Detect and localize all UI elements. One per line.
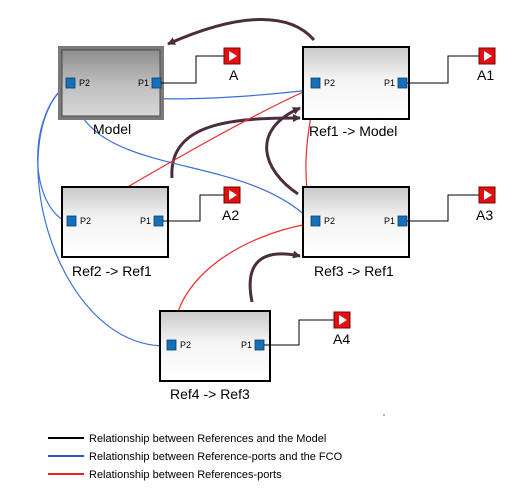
- block-ref4[interactable]: P2 P1 Ref4 -> Ref3: [159, 310, 271, 402]
- output-port-icon[interactable]: [223, 186, 241, 204]
- ref2-label: Ref2 -> Ref1: [72, 263, 152, 279]
- ref4-left-port-label: P2: [180, 340, 191, 350]
- arrow-ref2-to-ref1[interactable]: [170, 114, 301, 179]
- wire-model-out: [161, 55, 224, 84]
- out-label-a2: A2: [222, 207, 239, 223]
- model-left-port[interactable]: [65, 77, 76, 89]
- output-ports: A A1 A2 A3 A4: [161, 47, 496, 347]
- arrow-ref1-to-model[interactable]: [167, 18, 316, 46]
- block-model[interactable]: P2 P1 Model: [58, 46, 164, 137]
- ref3-label: Ref3 -> Ref1: [314, 263, 394, 279]
- output-port-icon[interactable]: [478, 186, 496, 204]
- ref3-left-port[interactable]: [310, 215, 321, 227]
- ref4-label: Ref4 -> Ref3: [170, 386, 250, 402]
- legend-label-references: Relationship between References and the …: [89, 433, 326, 445]
- out-label-a4: A4: [333, 331, 350, 347]
- block-ref2[interactable]: P2 P1 Ref2 -> Ref1: [61, 186, 169, 279]
- block-body: [302, 46, 410, 120]
- ref3-right-port[interactable]: [397, 215, 408, 227]
- block-ref3[interactable]: P2 P1 Ref3 -> Ref1: [302, 186, 410, 279]
- model-label: Model: [93, 121, 131, 137]
- output-port-icon[interactable]: [223, 47, 241, 65]
- arrow-ref3-to-ref1[interactable]: [265, 106, 301, 196]
- ref2-left-port[interactable]: [66, 215, 77, 227]
- link-ref3p2-to-modelp2[interactable]: [69, 91, 311, 221]
- ref4-right-port[interactable]: [254, 339, 265, 351]
- legend-label-port-fco: Relationship between Reference-ports and…: [89, 451, 343, 463]
- ref1-left-port[interactable]: [310, 77, 321, 89]
- ref2-right-port-label: P1: [140, 216, 151, 226]
- output-port-icon[interactable]: [478, 47, 496, 65]
- out-label-a3: A3: [476, 207, 493, 223]
- out-label-a: A: [229, 67, 239, 83]
- model-right-port-label: P1: [138, 78, 149, 88]
- out-label-a1: A1: [477, 67, 494, 83]
- link-ref4p2-to-modelp2[interactable]: [37, 81, 167, 347]
- ref1-left-port-label: P2: [324, 78, 335, 88]
- reference-connections: [167, 18, 316, 303]
- ref2-right-port[interactable]: [153, 215, 164, 227]
- model-left-port-label: P2: [79, 78, 90, 88]
- model-right-port[interactable]: [151, 77, 162, 89]
- arrow-ref4-to-ref3[interactable]: [248, 250, 301, 303]
- ref3-right-port-label: P1: [384, 216, 395, 226]
- ref3-left-port-label: P2: [324, 216, 335, 226]
- ref1-right-port[interactable]: [397, 77, 408, 89]
- ref1-label: Ref1 -> Model: [309, 123, 397, 139]
- block-ref1[interactable]: P2 P1 Ref1 -> Model: [302, 46, 410, 139]
- wire-ref1-out: [407, 55, 479, 84]
- block-body: [302, 186, 410, 258]
- legend: Relationship between References and the …: [48, 433, 343, 481]
- block-body: [159, 310, 271, 382]
- legend-label-port-ref: Relationship between References-ports: [89, 469, 282, 481]
- ref4-left-port[interactable]: [166, 339, 177, 351]
- ref2-left-port-label: P2: [80, 216, 91, 226]
- stray-pixel: [383, 414, 385, 416]
- output-port-icon[interactable]: [333, 311, 351, 329]
- ref4-right-port-label: P1: [241, 340, 252, 350]
- block-body: [61, 186, 169, 258]
- ref1-right-port-label: P1: [384, 78, 395, 88]
- wire-ref2-out: [163, 194, 224, 222]
- wire-ref3-out: [407, 194, 479, 222]
- wire-ref4-out: [264, 319, 334, 346]
